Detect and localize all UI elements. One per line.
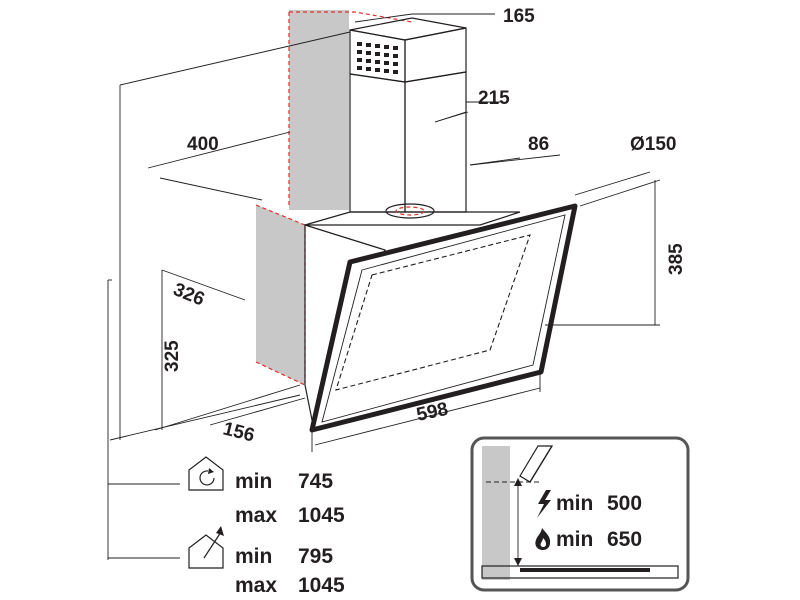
inset-frame xyxy=(470,436,690,592)
recirculation-icon xyxy=(188,456,224,491)
inset-cooktop xyxy=(481,565,679,579)
dim-side-depth: 326 xyxy=(170,279,207,310)
dim-panel-height: 385 xyxy=(666,243,687,275)
wall-marker-top xyxy=(289,11,413,23)
outlet-ring xyxy=(385,203,435,219)
electric-min-label: min xyxy=(556,492,593,515)
ducted-exhaust-icon xyxy=(188,526,224,569)
ducted-max-label: max xyxy=(235,574,277,597)
gas-min-value: 650 xyxy=(607,528,642,551)
wall-marker-mid xyxy=(255,204,306,226)
dim-chimney-depth: 165 xyxy=(503,6,535,27)
hood-top xyxy=(304,211,521,226)
electric-min-value: 500 xyxy=(607,492,642,515)
ducted-min-value: 795 xyxy=(298,545,333,568)
ducted-min-label: min xyxy=(235,545,272,568)
ducted-max-value: 1045 xyxy=(298,574,345,597)
flame-icon xyxy=(535,528,551,550)
wall-lower xyxy=(256,205,305,385)
dim-bottom-height: 325 xyxy=(162,340,183,372)
chimney-lower-side xyxy=(404,71,467,213)
wall-upper xyxy=(289,10,349,210)
recirculation-min-value: 745 xyxy=(298,470,333,493)
inset-wall xyxy=(482,446,510,580)
clearance-inset: min 500 min 650 xyxy=(470,436,690,592)
dim-outlet-diameter: Ø150 xyxy=(630,134,676,155)
dimension-lines xyxy=(107,13,661,560)
glass-panel-inner xyxy=(321,214,566,423)
recirculation-min-label: min xyxy=(235,470,272,493)
dim-outlet-offset: 86 xyxy=(528,134,549,155)
chimney-lower-front xyxy=(349,73,406,213)
gas-min-label: min xyxy=(556,528,593,551)
chimney xyxy=(349,17,467,213)
filter-outline xyxy=(335,234,531,391)
outlet-ring-inner xyxy=(395,206,425,216)
hood-body xyxy=(304,203,578,433)
lightning-icon xyxy=(537,490,551,518)
dim-chimney-width: 215 xyxy=(478,88,510,109)
vent-grille xyxy=(357,42,398,74)
installation-heights: min 745 max 1045 min 795 max 1045 xyxy=(188,456,345,597)
wall xyxy=(255,10,413,386)
recirculation-max-label: max xyxy=(235,504,277,527)
dim-hood-depth: 400 xyxy=(187,134,219,155)
recirculation-max-value: 1045 xyxy=(298,504,345,527)
glass-panel-outer xyxy=(309,203,578,433)
wall-marker-bottom xyxy=(255,361,306,386)
dim-base-depth: 156 xyxy=(221,418,257,446)
